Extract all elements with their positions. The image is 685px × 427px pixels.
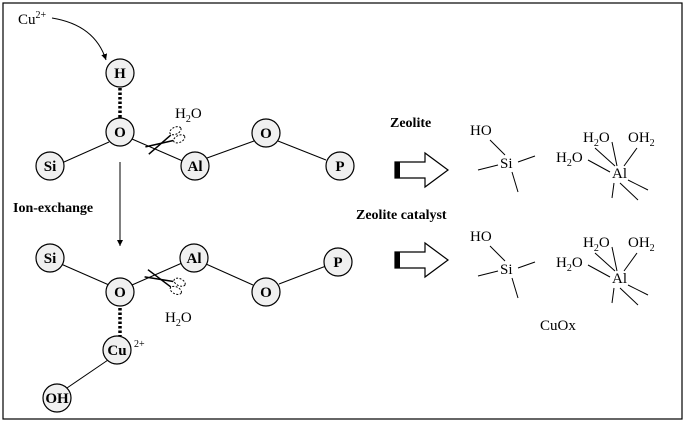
svg-text:OH2: OH2 — [628, 235, 655, 254]
atom-o-bottom: O — [105, 277, 135, 307]
svg-text:O: O — [114, 125, 126, 141]
svg-text:Cu: Cu — [107, 343, 126, 359]
scissors-icon-bottom — [144, 269, 186, 295]
o-al-bond-bottom — [131, 262, 183, 286]
zeolite-label: Zeolite — [390, 116, 431, 131]
svg-text:HO: HO — [470, 123, 492, 139]
cu-oh-bond — [63, 359, 109, 391]
svg-text:Si: Si — [44, 159, 57, 175]
atom-si-top: Si — [35, 151, 65, 181]
svg-text:P: P — [333, 255, 342, 271]
svg-text:O: O — [114, 285, 126, 301]
svg-text:OH: OH — [45, 391, 69, 407]
cu-to-h-arrow — [51, 17, 108, 61]
al-o-bond-bottom — [205, 263, 254, 286]
svg-text:O: O — [260, 126, 272, 142]
atom-cu-bottom: Cu 2+ — [102, 335, 145, 365]
atom-p-bottom: P — [323, 247, 353, 277]
silanol-product-bottom: HO Si — [470, 229, 536, 299]
scissors-icon — [145, 126, 186, 155]
atom-o2-top: O — [251, 118, 281, 148]
o-al-bond-top — [131, 138, 186, 163]
svg-text:O: O — [260, 285, 272, 301]
reaction-arrow-top — [394, 151, 450, 189]
atom-o2-bottom: O — [251, 277, 281, 307]
svg-text:H2O: H2O — [583, 130, 610, 149]
diagram-frame — [2, 2, 683, 420]
svg-text:H2O: H2O — [583, 235, 610, 254]
svg-text:H2O: H2O — [556, 150, 583, 169]
o-p-bond-top — [277, 140, 327, 161]
cuox-label: CuOx — [540, 318, 576, 334]
aluminol-product-top: H2O OH2 H2O Al — [556, 130, 655, 201]
al-o-bond-top — [206, 140, 255, 159]
atom-h-top: H — [105, 58, 135, 88]
svg-text:2+: 2+ — [134, 339, 145, 350]
svg-text:OH2: OH2 — [628, 130, 655, 149]
svg-text:HO: HO — [470, 229, 492, 245]
svg-text:Si: Si — [44, 251, 57, 267]
atom-si-bottom: Si — [35, 243, 65, 273]
svg-text:Al: Al — [612, 271, 627, 287]
silanol-product-top: HO Si — [470, 123, 536, 193]
zeolite-catalyst-label: Zeolite catalyst — [356, 208, 447, 223]
si-o-bond-bottom — [60, 263, 110, 286]
cu-ion-label: Cu2+ — [18, 10, 47, 28]
atom-o-top: O — [105, 117, 135, 147]
reaction-arrow-bottom — [394, 241, 450, 279]
aluminol-product-bottom: H2O OH2 H2O Al — [556, 235, 655, 306]
atom-al-top: Al — [180, 151, 210, 181]
atom-oh-bottom: OH — [42, 383, 72, 413]
svg-text:Al: Al — [612, 166, 627, 182]
ion-exchange-label: Ion-exchange — [13, 201, 93, 216]
o-si-bond-top — [63, 141, 110, 163]
o-p-bond-bottom — [278, 265, 327, 285]
svg-text:Si: Si — [500, 262, 513, 278]
water-label-top: H2O — [175, 106, 202, 125]
svg-text:H: H — [114, 66, 126, 82]
svg-text:P: P — [335, 159, 344, 175]
water-label-bottom: H2O — [165, 310, 192, 329]
svg-text:Al: Al — [187, 251, 202, 267]
atom-al-bottom: Al — [179, 243, 209, 273]
atom-p-top: P — [325, 151, 355, 181]
svg-text:H2O: H2O — [556, 255, 583, 274]
svg-text:Si: Si — [500, 156, 513, 172]
svg-text:Al: Al — [188, 159, 203, 175]
